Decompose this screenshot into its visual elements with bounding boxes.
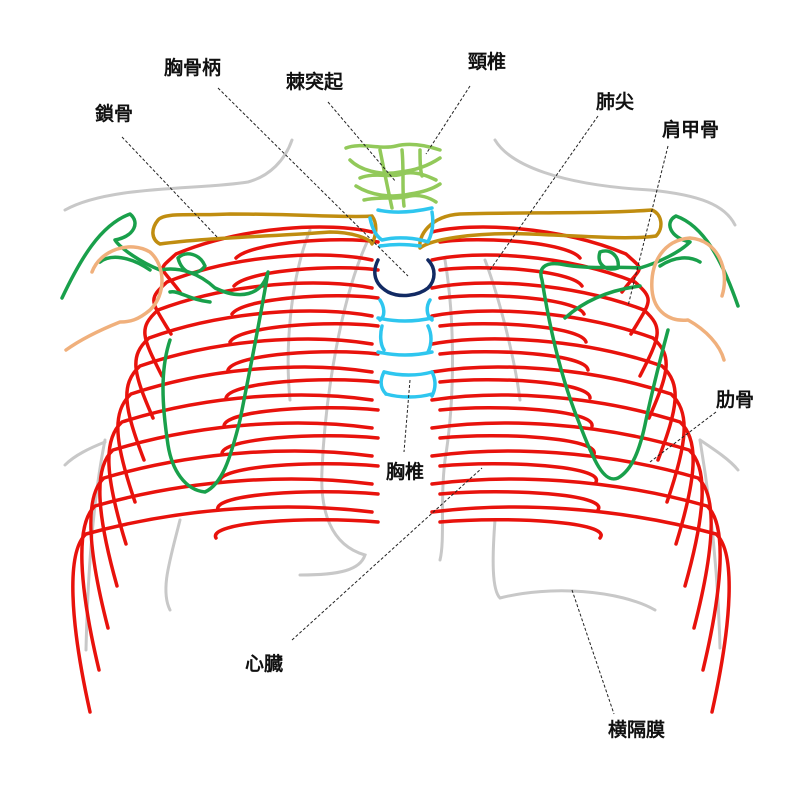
clavicle-left (151, 212, 378, 246)
rib-right (430, 309, 668, 420)
rib-right (438, 377, 592, 400)
rib-right (438, 349, 590, 372)
ribs (71, 225, 731, 714)
rib-left (226, 349, 380, 372)
rib-left (161, 225, 374, 294)
rib-right (430, 505, 731, 714)
rib-right (430, 421, 704, 588)
rib-right (438, 461, 598, 484)
leader-heart (291, 467, 483, 641)
leader-rib (649, 411, 717, 463)
label-clavicle: 鎖骨 (95, 102, 133, 125)
rib-left (125, 337, 374, 462)
clavicles (151, 208, 663, 250)
rib-left (98, 421, 374, 588)
humerus-left (64, 245, 164, 352)
rib-left (134, 309, 374, 420)
rib-left (89, 449, 374, 630)
leader-scapula (627, 145, 669, 307)
leader-lung-apex (489, 115, 599, 271)
label-spinous-process: 棘突起 (286, 70, 344, 93)
rib-right (438, 265, 584, 288)
label-scapula: 肩甲骨 (662, 118, 719, 141)
rib-right (430, 337, 677, 462)
rib-left (218, 461, 380, 484)
rib-left (224, 377, 380, 400)
label-heart: 心臓 (245, 653, 283, 675)
thoracic-spine (368, 206, 437, 399)
rib-left (232, 265, 380, 288)
rib-right (438, 489, 601, 512)
clavicle-right (418, 208, 663, 250)
rib-right (430, 449, 713, 630)
rib-left (220, 433, 380, 456)
leader-manubrium (217, 87, 409, 277)
rib-right (438, 405, 594, 428)
scapulae (60, 212, 740, 494)
scapula-right (539, 214, 740, 481)
rib-right (438, 237, 582, 260)
label-cervical-spine: 頸椎 (468, 50, 506, 73)
rib-left (234, 237, 380, 260)
rib-right (438, 321, 588, 344)
label-rib: 肋骨 (716, 388, 754, 411)
rib-right (430, 253, 650, 336)
rib-left (80, 477, 374, 672)
leader-clavicle (121, 136, 219, 239)
label-thoracic-spine: 胸椎 (386, 460, 424, 483)
leader-lines (121, 85, 717, 715)
rib-left (213, 517, 380, 540)
rib-left (107, 393, 374, 546)
leader-spinous-process (327, 101, 397, 183)
labels: 胸骨柄 棘突起 頸椎 肺尖 鎖骨 肩甲骨 肋骨 胸椎 心臓 横隔膜 (95, 50, 754, 741)
cervical-spine (344, 142, 442, 210)
rib-left (222, 405, 380, 428)
scapula-left (60, 212, 270, 494)
label-manubrium: 胸骨柄 (164, 56, 221, 79)
label-lung-apex: 肺尖 (596, 90, 634, 113)
rib-left (230, 293, 380, 316)
rib-right (438, 517, 603, 540)
rib-left (71, 505, 374, 714)
leader-cervical-spine (425, 85, 471, 155)
leader-diaphragm (571, 589, 615, 715)
rib-left (216, 489, 380, 512)
rib-left (228, 321, 380, 344)
leader-thoracic-spine (403, 379, 411, 453)
manubrium (373, 258, 436, 298)
label-diaphragm: 横隔膜 (608, 718, 665, 741)
rib-right (430, 393, 695, 546)
rib-right (430, 477, 722, 672)
rib-right (430, 225, 641, 294)
humerus-right (650, 236, 727, 362)
humeri (64, 236, 727, 362)
